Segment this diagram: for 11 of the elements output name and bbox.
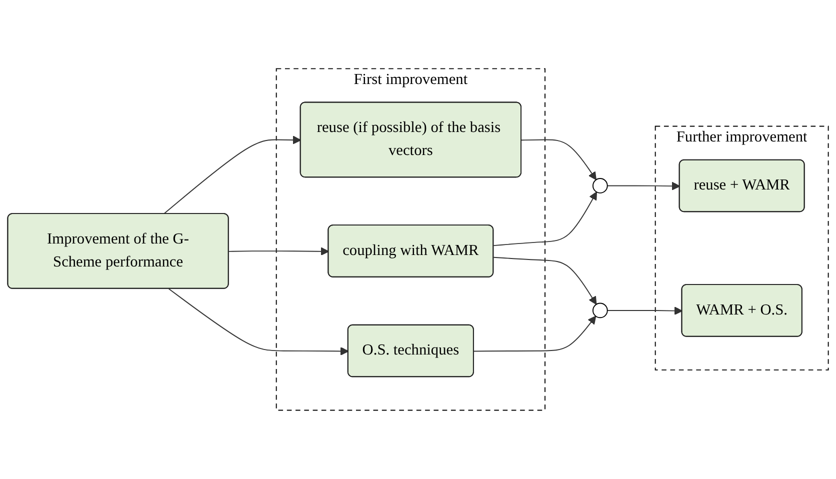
arrow [493,192,598,246]
arrow [521,139,597,180]
arrow [606,306,683,316]
node-circle [592,178,608,194]
arrow [606,182,680,190]
arrow [163,136,302,215]
arrow [473,316,596,352]
node-circle [592,302,608,318]
arrow [168,288,349,356]
arrow [228,247,330,256]
arrow [493,256,597,305]
